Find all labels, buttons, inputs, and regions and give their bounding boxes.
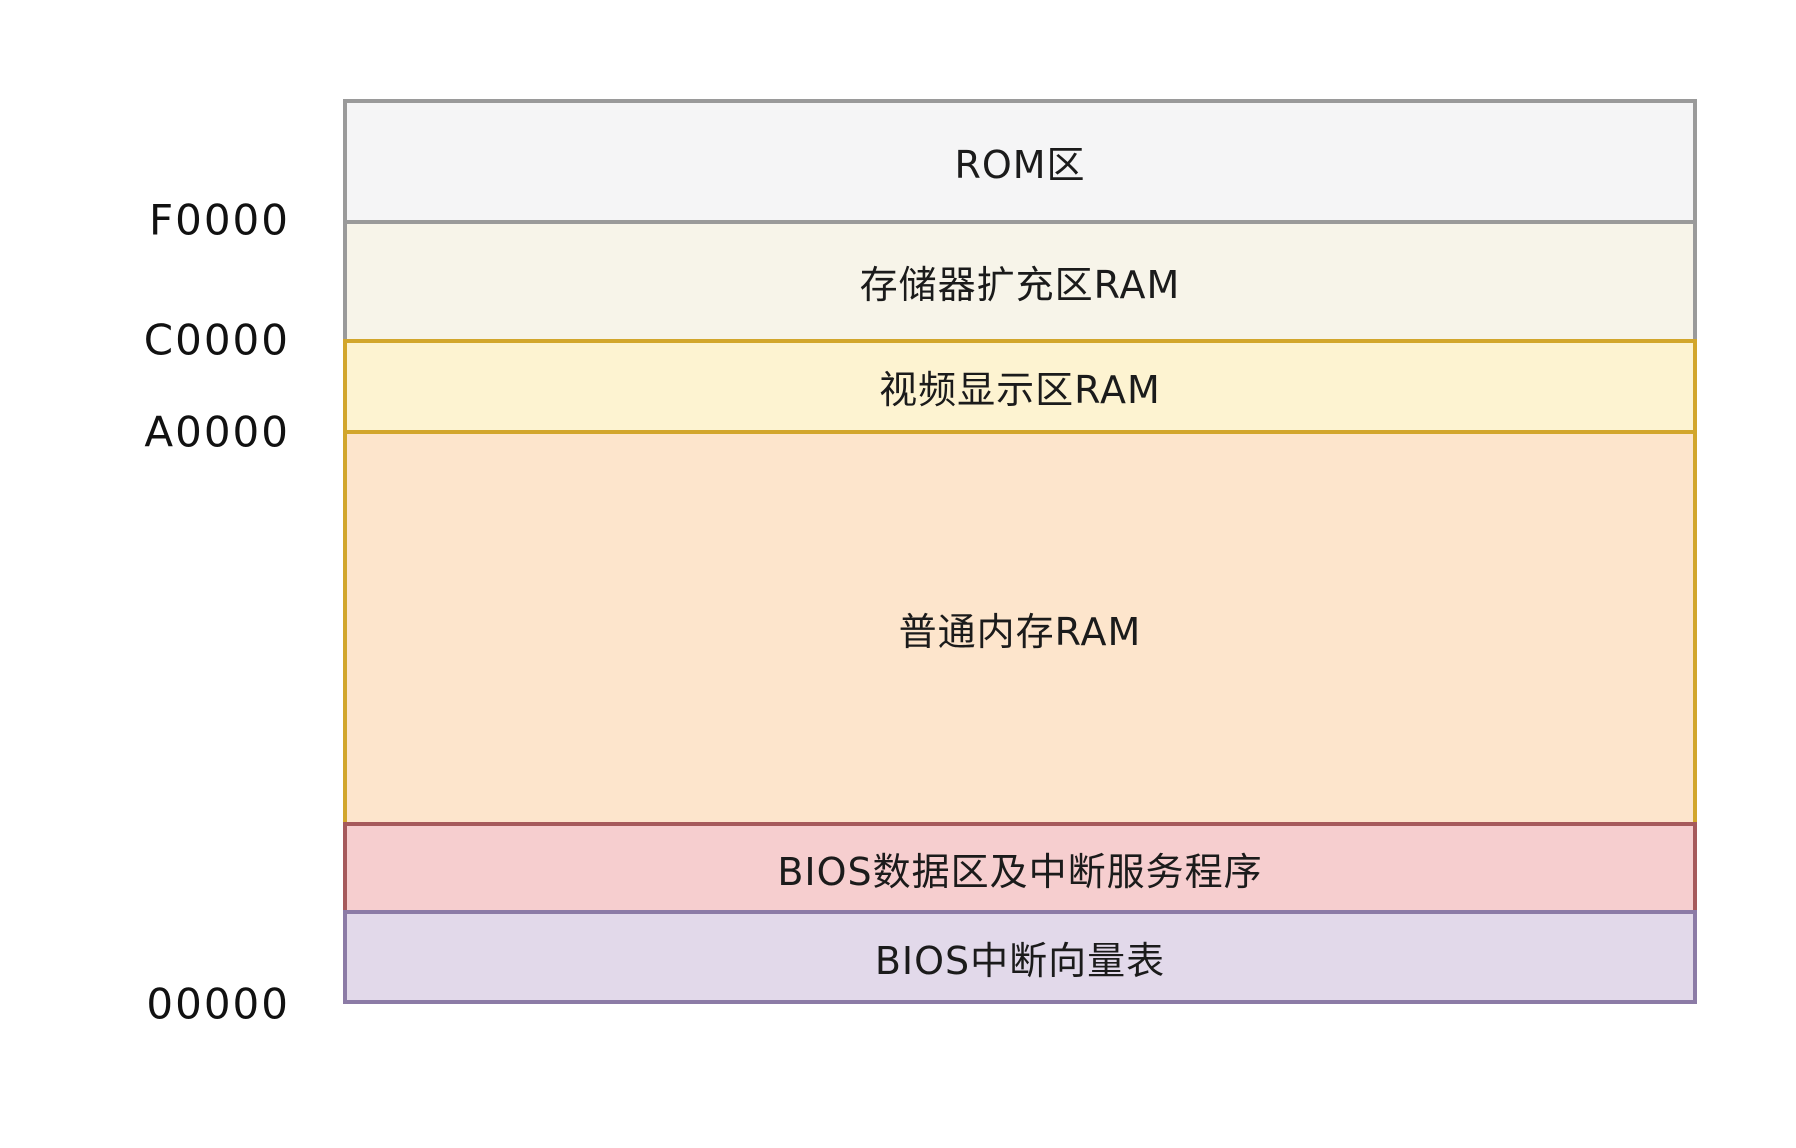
memory-region-rom: ROM区	[343, 99, 1697, 224]
memory-region-label-video-ram: 视频显示区RAM	[879, 368, 1161, 412]
memory-region-video-ram: 视频显示区RAM	[343, 339, 1697, 434]
memory-region-bios-data: BIOS数据区及中断服务程序	[343, 822, 1697, 914]
address-label-00000: 00000	[146, 979, 290, 1029]
memory-map-diagram: ROM区存储器扩充区RAM 视频显示区RAM 普通内存RAM BIOS数据区及中断服务…	[343, 99, 1697, 1004]
memory-region-extended-ram: 存储器扩充区RAM	[343, 220, 1697, 343]
memory-region-main-ram: 普通内存RAM	[343, 430, 1697, 826]
memory-region-label-bios-vector: BIOS中断向量表	[874, 938, 1166, 983]
memory-region-label-extended-ram: 存储器扩充区RAM	[859, 263, 1181, 307]
address-label-C0000: C0000	[143, 315, 290, 365]
address-label-A0000: A0000	[144, 407, 290, 457]
memory-region-label-bios-data: BIOS数据区及中断服务程序	[777, 849, 1263, 894]
memory-region-label-main-ram: 普通内存RAM	[898, 609, 1142, 654]
memory-region-label-rom: ROM区	[954, 143, 1086, 187]
address-label-F0000: F0000	[148, 195, 290, 245]
memory-region-bios-vector: BIOS中断向量表	[343, 910, 1697, 1004]
